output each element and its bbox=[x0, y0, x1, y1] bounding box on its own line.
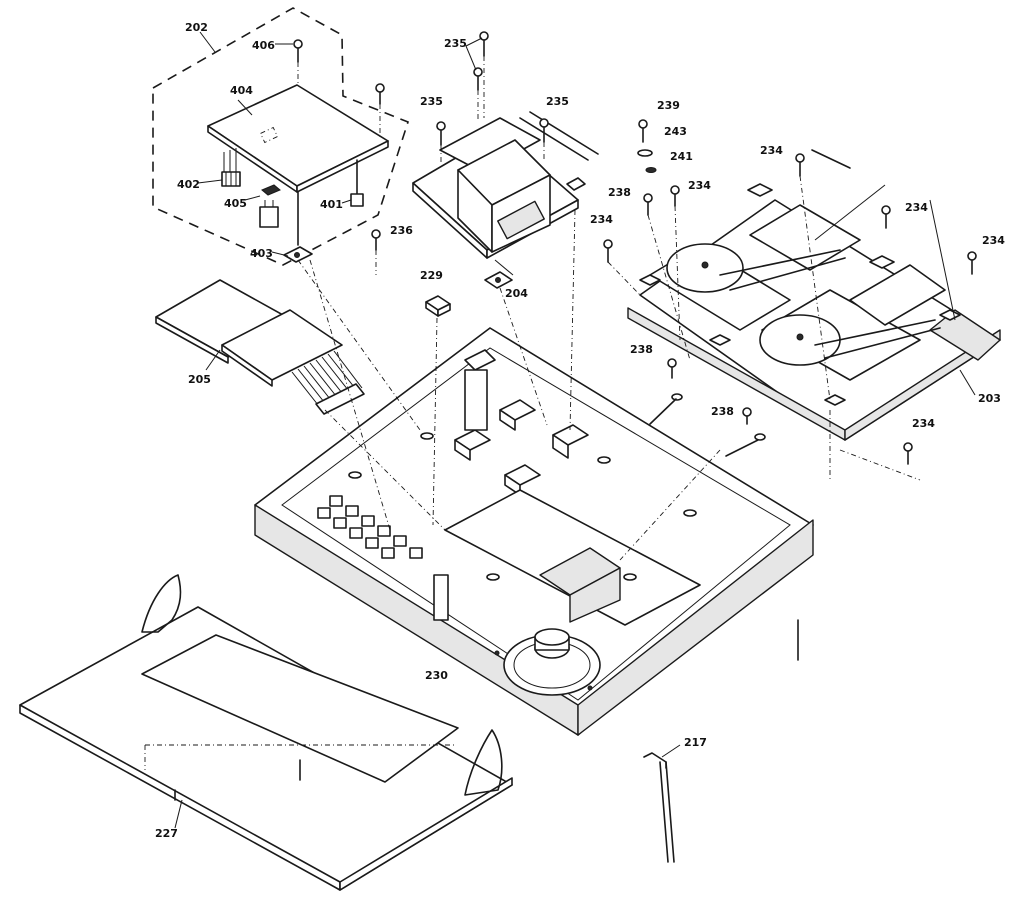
label-234-b: 234 bbox=[760, 144, 783, 157]
tray-203 bbox=[627, 149, 1001, 441]
label-ticks bbox=[174, 31, 976, 829]
screw-234-d bbox=[967, 251, 977, 275]
label-235-right: 235 bbox=[546, 95, 569, 108]
label-403: 403 bbox=[250, 247, 273, 260]
screw-238-mid bbox=[649, 358, 683, 425]
label-406: 406 bbox=[252, 39, 275, 52]
screw-235-top bbox=[479, 31, 489, 118]
clip-229 bbox=[425, 295, 451, 317]
label-234-f: 234 bbox=[912, 417, 935, 430]
component-401 bbox=[350, 159, 364, 207]
label-234-a: 234 bbox=[688, 179, 711, 192]
label-243: 243 bbox=[664, 125, 687, 138]
label-217: 217 bbox=[684, 736, 707, 749]
screw-234-f bbox=[903, 442, 913, 465]
screw-234-a bbox=[670, 185, 681, 341]
label-401: 401 bbox=[320, 198, 343, 211]
label-238-mid: 238 bbox=[630, 343, 653, 356]
leader-lines bbox=[297, 209, 921, 661]
label-235-left: 235 bbox=[420, 95, 443, 108]
label-238-top: 238 bbox=[608, 186, 631, 199]
connector-402 bbox=[221, 171, 241, 187]
label-236: 236 bbox=[390, 224, 413, 237]
screw-238-top bbox=[643, 193, 691, 361]
screw-236 bbox=[371, 229, 381, 275]
rod-217 bbox=[643, 752, 675, 863]
component-405 bbox=[259, 184, 281, 228]
board-205 bbox=[155, 279, 365, 415]
screw-234-b bbox=[795, 153, 831, 401]
screw-239 bbox=[638, 119, 648, 143]
base-chassis bbox=[254, 327, 814, 736]
screw-module-right bbox=[375, 83, 385, 140]
assembly-202-boundary bbox=[152, 7, 409, 266]
label-239: 239 bbox=[657, 99, 680, 112]
label-203: 203 bbox=[978, 392, 1001, 405]
label-402: 402 bbox=[177, 178, 200, 191]
screw-238-low bbox=[725, 407, 766, 457]
screw-234-e bbox=[603, 239, 641, 296]
label-238-low: 238 bbox=[711, 405, 734, 418]
label-404: 404 bbox=[230, 84, 253, 97]
cover-227 bbox=[19, 574, 513, 891]
screw-406 bbox=[293, 39, 303, 85]
label-241: 241 bbox=[670, 150, 693, 163]
washer-241 bbox=[645, 167, 657, 173]
panel-230 bbox=[141, 634, 459, 783]
screw-235-left bbox=[436, 121, 446, 165]
transformer-bracket-204 bbox=[412, 111, 599, 289]
label-205: 205 bbox=[188, 373, 211, 386]
label-202: 202 bbox=[185, 21, 208, 34]
screw-234-c bbox=[881, 205, 891, 229]
speaker bbox=[503, 628, 601, 696]
label-227: 227 bbox=[155, 827, 178, 840]
label-229: 229 bbox=[420, 269, 443, 282]
pcb-404 bbox=[207, 84, 389, 193]
label-234-e: 234 bbox=[590, 213, 613, 226]
keypad-grid bbox=[317, 495, 423, 559]
screw-235-right bbox=[539, 118, 549, 160]
bracket-403 bbox=[283, 191, 313, 263]
label-234-c: 234 bbox=[905, 201, 928, 214]
label-235-top: 235 bbox=[444, 37, 467, 50]
label-230: 230 bbox=[425, 669, 448, 682]
label-204: 204 bbox=[505, 287, 528, 300]
label-405: 405 bbox=[224, 197, 247, 210]
screw-235-mid bbox=[473, 67, 483, 120]
washer-243 bbox=[637, 149, 653, 157]
label-234-d: 234 bbox=[982, 234, 1005, 247]
